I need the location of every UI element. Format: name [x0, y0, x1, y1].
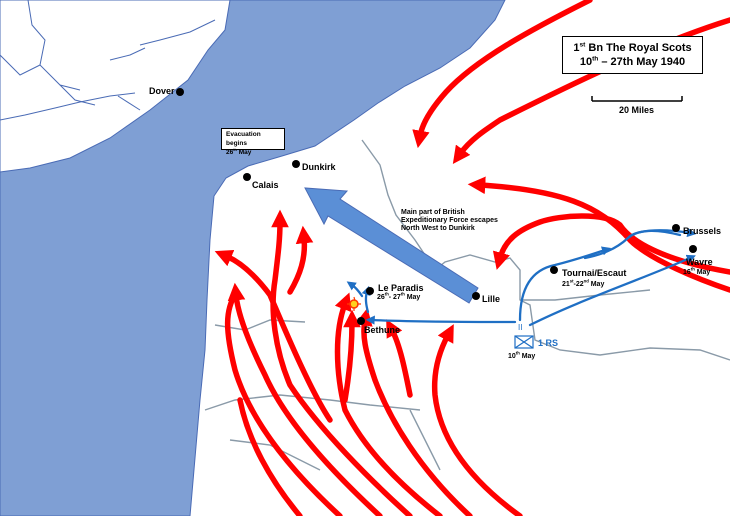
escape-note-line1: Main part of British — [401, 209, 465, 216]
continent-borders — [204, 139, 730, 471]
escape-note-line3: North West to Dunkirk — [401, 225, 475, 232]
escape-note: Main part of British Expeditionary Force… — [401, 209, 498, 233]
england-land — [0, 0, 231, 173]
unit-symbol — [514, 335, 534, 349]
unit-date: 10th May — [508, 350, 536, 360]
town-calais: Calais — [252, 180, 279, 190]
town-bethune: Bethune — [364, 325, 400, 335]
dover-dot — [176, 88, 184, 96]
burst-icon — [347, 296, 361, 311]
town-wavre: Wavre — [686, 257, 713, 267]
unit-size-marker: II — [518, 323, 523, 332]
scale-bar-line — [591, 96, 683, 102]
dunkirk-dot — [292, 160, 300, 168]
england-rivers — [0, 0, 216, 121]
tournai-dates: 21st-22nd May — [562, 278, 605, 288]
town-tournai: Tournai/Escaut — [562, 268, 627, 278]
town-brussels: Brussels — [683, 226, 722, 236]
le-paradis-dates: 26th- 27th May — [377, 291, 421, 301]
escape-note-line2: Expeditionary Force escapes — [401, 217, 498, 224]
royal-scots-movements — [346, 228, 697, 327]
le-paradis-dot — [366, 287, 374, 295]
unit-label: 1 RS — [538, 338, 559, 348]
town-dover: Dover — [149, 86, 175, 96]
scale-bar-label: 20 Miles — [619, 105, 655, 115]
calais-dot — [243, 173, 251, 181]
town-lille: Lille — [482, 294, 501, 304]
title-line-1: 1st Bn The Royal Scots — [573, 41, 692, 54]
town-le-paradis: Le Paradis — [378, 283, 424, 293]
tournai-dot — [550, 266, 558, 274]
evacuation-note-date: 26th May — [226, 146, 252, 156]
bef-escape-arrow — [304, 187, 479, 304]
brussels-dot — [672, 224, 680, 232]
evacuation-note-line1: Evacuation begins — [226, 131, 261, 147]
bethune-dot — [357, 317, 365, 325]
wavre-dot — [689, 245, 697, 253]
town-dunkirk: Dunkirk — [302, 162, 336, 172]
sea-area — [0, 0, 506, 516]
lille-dot — [472, 292, 480, 300]
wavre-date: 16th May — [683, 266, 711, 276]
map-title: 1st Bn The Royal Scots 10th – 27th May 1… — [562, 36, 703, 74]
title-line-2: 10th – 27th May 1940 — [579, 55, 686, 68]
evacuation-note: Evacuation begins 26th May — [221, 128, 285, 156]
german-advance-arrows — [214, 0, 730, 516]
